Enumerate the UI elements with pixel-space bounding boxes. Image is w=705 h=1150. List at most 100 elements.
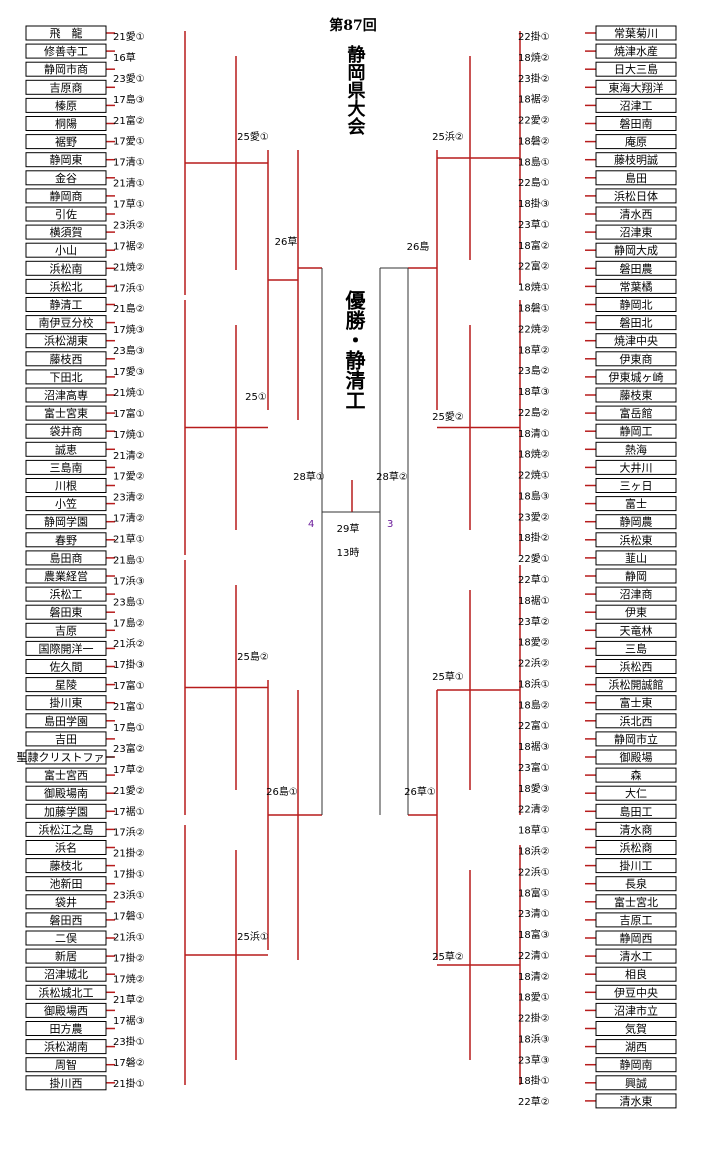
team-name: 浜松南 [50, 261, 83, 275]
team-box [25, 821, 107, 837]
team-box [25, 441, 107, 457]
team-name: 周智 [55, 1058, 77, 1072]
match-info: 21愛② [113, 784, 145, 797]
match-info: 18富① [518, 886, 550, 899]
team-box [25, 731, 107, 747]
match-info: 22富① [518, 719, 550, 732]
team-name: 庵原 [625, 135, 647, 149]
team-name: 春野 [55, 534, 77, 547]
team-box [595, 767, 677, 783]
team-box [595, 188, 677, 204]
match-info: 18掛② [518, 531, 550, 544]
team-box [595, 1039, 677, 1055]
round-label: 26島 [407, 240, 430, 253]
team-name: 飛 龍 [50, 26, 83, 40]
match-info: 17磐② [113, 1056, 145, 1069]
team-box [25, 948, 107, 964]
match-info: 17愛③ [113, 365, 145, 378]
team-name: 下田北 [50, 371, 83, 384]
team-name: 島田商 [50, 551, 83, 565]
team-box [595, 695, 677, 711]
team-name: 東海大翔洋 [609, 80, 664, 94]
team-box [595, 134, 677, 150]
team-box [595, 387, 677, 403]
team-name: 桐陽 [55, 117, 77, 131]
match-info: 18愛③ [518, 782, 550, 795]
team-name: 日大三島 [614, 62, 658, 76]
match-info: 22草① [518, 574, 550, 586]
team-name: 焼津中央 [614, 335, 658, 348]
team-box [595, 1021, 677, 1036]
team-name: 天竜林 [620, 623, 653, 637]
round-label: 25草① [432, 671, 464, 683]
team-box [25, 876, 107, 892]
match-info: 23清② [113, 491, 145, 504]
match-info: 23浜① [113, 890, 145, 902]
team-box [595, 731, 677, 747]
team-name: 沼津高専 [44, 388, 88, 402]
team-box [25, 242, 107, 258]
team-box [595, 79, 677, 95]
match-info: 17掛③ [113, 658, 145, 671]
team-name: 吉原 [55, 624, 77, 637]
team-name: 磐田南 [620, 117, 653, 131]
team-name: 浜松湖南 [44, 1040, 88, 1054]
team-box [595, 677, 677, 693]
match-info: 18磐① [518, 302, 550, 315]
team-name: 静岡市商 [44, 62, 88, 76]
match-info: 23草① [518, 219, 550, 231]
team-name: 浜松開誠館 [609, 678, 664, 692]
team-name: 藤枝北 [50, 859, 83, 873]
match-info: 22焼① [518, 470, 550, 482]
match-info: 23清① [518, 907, 550, 920]
match-info: 17磐① [113, 909, 145, 922]
match-info: 21島① [113, 553, 145, 566]
team-name: 清水西 [620, 208, 653, 221]
team-box [25, 25, 107, 41]
team-box [595, 532, 677, 548]
match-info: 18磐② [518, 134, 550, 147]
match-info: 22富② [518, 260, 550, 273]
team-name: 浜松東 [620, 533, 653, 547]
team-name: 島田学園 [44, 714, 88, 728]
team-name: 沼津商 [620, 587, 653, 601]
match-info: 18草① [518, 825, 550, 837]
team-box [595, 749, 677, 765]
match-info: 21富② [113, 114, 145, 127]
team-box [25, 496, 107, 512]
team-box [595, 97, 677, 113]
team-name: 吉田 [55, 733, 77, 746]
team-box [595, 966, 677, 982]
team-box [595, 984, 677, 1000]
team-box [25, 803, 107, 819]
match-info: 21富① [113, 700, 145, 713]
team-name: 引佐 [55, 207, 77, 221]
team-box [595, 1057, 677, 1073]
team-box [25, 640, 107, 656]
match-info: 18浜② [518, 846, 550, 858]
team-box [595, 550, 677, 566]
match-info: 17浜③ [113, 575, 145, 587]
team-name: 常葉橘 [620, 279, 653, 293]
team-box [595, 423, 677, 439]
team-name: 沼津東 [620, 225, 653, 239]
match-info: 23富① [518, 761, 550, 774]
team-name: 加藤学園 [44, 804, 88, 818]
team-name: 袋井 [55, 895, 77, 909]
team-name: 田方農 [50, 1022, 83, 1036]
match-info: 21焼① [113, 387, 145, 399]
team-name: 大仁 [625, 786, 647, 800]
team-box [595, 604, 677, 620]
team-name: 浜松商 [620, 841, 653, 855]
team-name: 富士東 [620, 696, 653, 710]
team-name: 静岡商 [50, 189, 83, 203]
team-name: 誠恵 [55, 442, 77, 456]
match-info: 17裾③ [113, 1014, 145, 1027]
match-info: 21焼② [113, 261, 145, 273]
team-name: 掛川工 [620, 859, 653, 873]
team-name: 伊東 [625, 606, 647, 619]
team-box [595, 43, 677, 59]
team-name: 小笠 [55, 497, 77, 511]
final-score-left: 4 [308, 519, 314, 530]
